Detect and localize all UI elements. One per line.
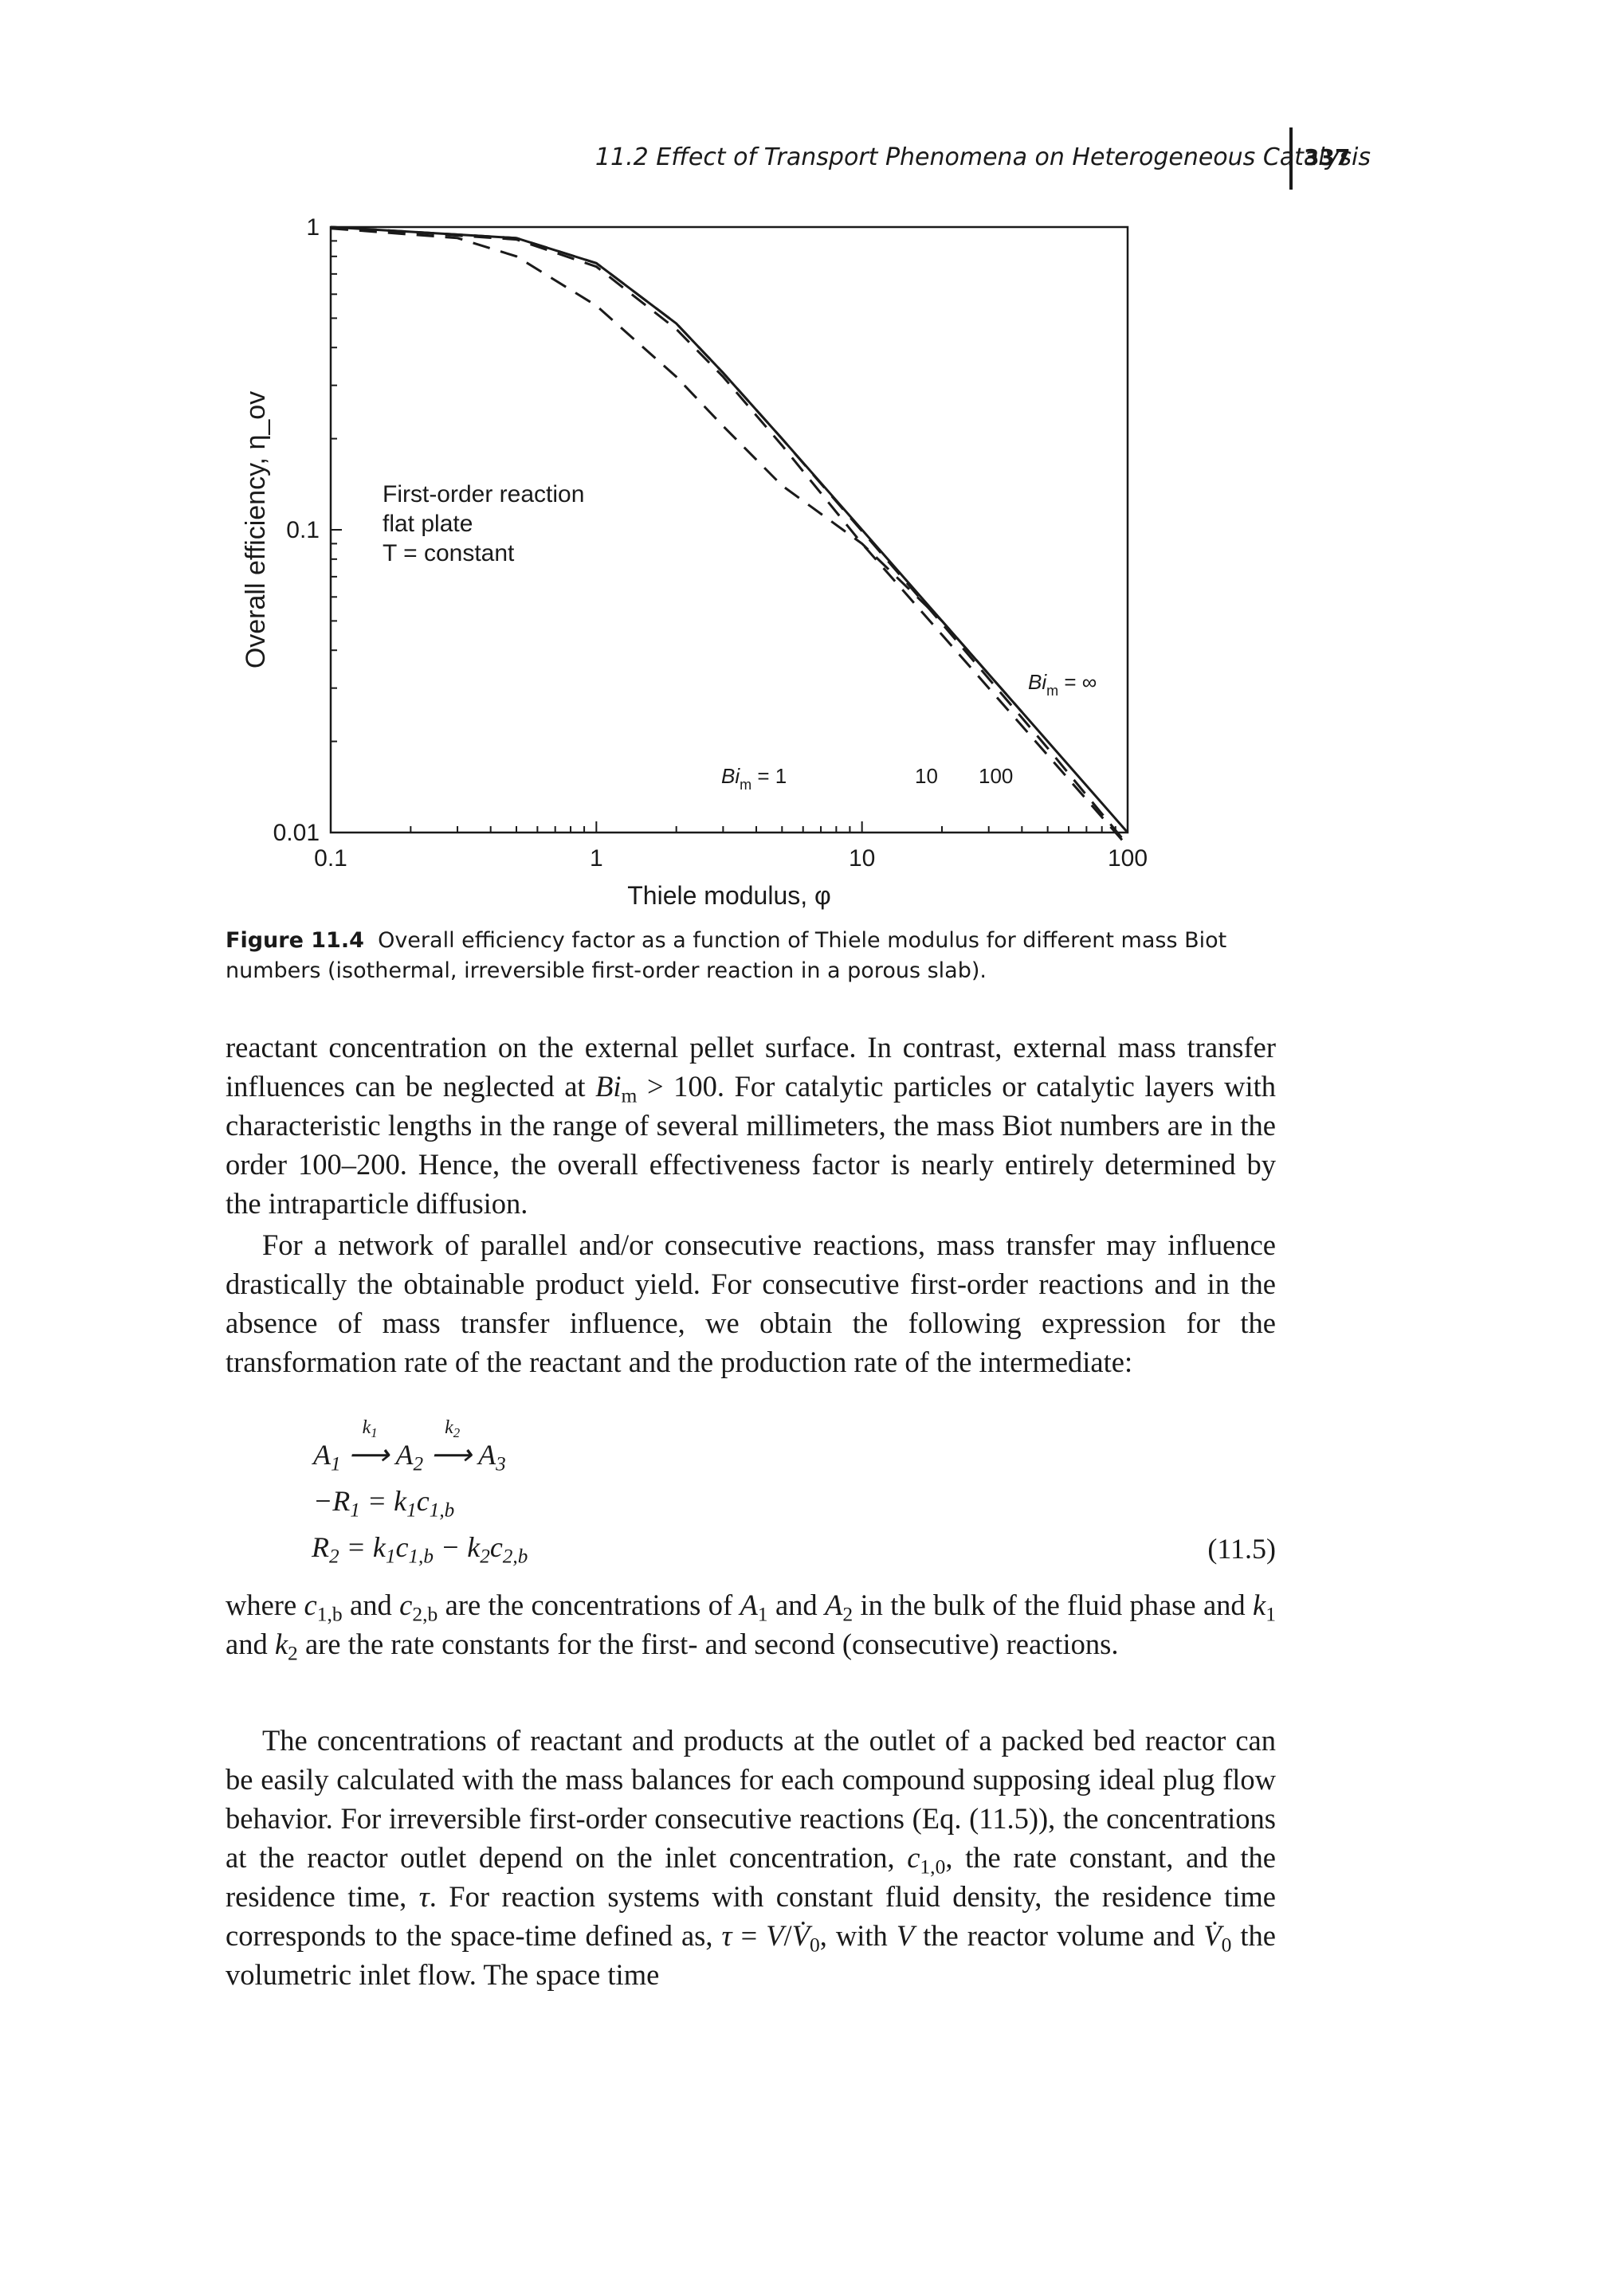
curve-label-bi100: 100 [979,764,1013,788]
y-ticklabels: 0.01 0.1 1 [273,214,320,846]
x-tick-label: 10 [849,845,875,872]
y-ticks [331,240,342,833]
series-line-bi-inf [330,225,1129,833]
running-title: 11.2 Effect of Transport Phenomena on He… [594,143,1371,171]
figure-caption: Figure 11.4 Overall efficiency factor as… [226,926,1269,986]
equation-rate-2: R2 = k1c1,b − k2c2,b [312,1531,528,1568]
header-rule [1289,127,1293,190]
equation-11-5: A1 ⟶k1 A2 ⟶k2 A3 −R1 = k1c1,b R2 = k1c1,… [226,1417,1276,1573]
paragraph-2: For a network of parallel and/or consecu… [226,1228,1276,1378]
equation-number: (11.5) [1207,1533,1276,1565]
figure-caption-text: Overall efficiency factor as a function … [226,928,1227,983]
paragraph-4: The concentrations of reactant and produ… [226,1724,1276,1991]
curve-label-bi10: 10 [915,764,938,788]
annotation-line-1: First-order reaction [383,481,584,507]
x-tick-label: 0.1 [314,845,347,872]
paragraph-3: where c1,b and c2,b are the concentratio… [226,1589,1276,1665]
y-tick-label: 1 [306,214,320,241]
annotation-line-3: T = constant [383,540,515,566]
annotation-line-2: flat plate [383,511,473,537]
x-ticklabels: 0.1 1 10 100 [314,845,1148,872]
curve-label-bi1: Bim = 1 [721,764,787,793]
y-tick-label: 0.01 [273,820,320,846]
equation-reaction-scheme: A1 ⟶k1 A2 ⟶k2 A3 [313,1417,506,1475]
x-ticks [330,821,1116,833]
paragraph-1: reactant concentration on the external p… [226,1031,1276,1220]
y-axis-label: Overall efficiency, η_ov [241,391,271,668]
figure-caption-label: Figure 11.4 [226,928,364,953]
curves [330,225,1129,848]
y-tick-label: 0.1 [286,517,320,543]
x-axis-label: Thiele modulus, φ [627,881,831,910]
x-tick-label: 1 [590,845,603,872]
page-number: 337 [1304,144,1351,170]
curve-label-bi-inf: Bim = ∞ [1028,670,1097,699]
equation-rate-1: −R1 = k1c1,b [313,1485,455,1522]
x-tick-label: 100 [1108,845,1148,872]
series-line-bi-1 [330,227,1023,713]
